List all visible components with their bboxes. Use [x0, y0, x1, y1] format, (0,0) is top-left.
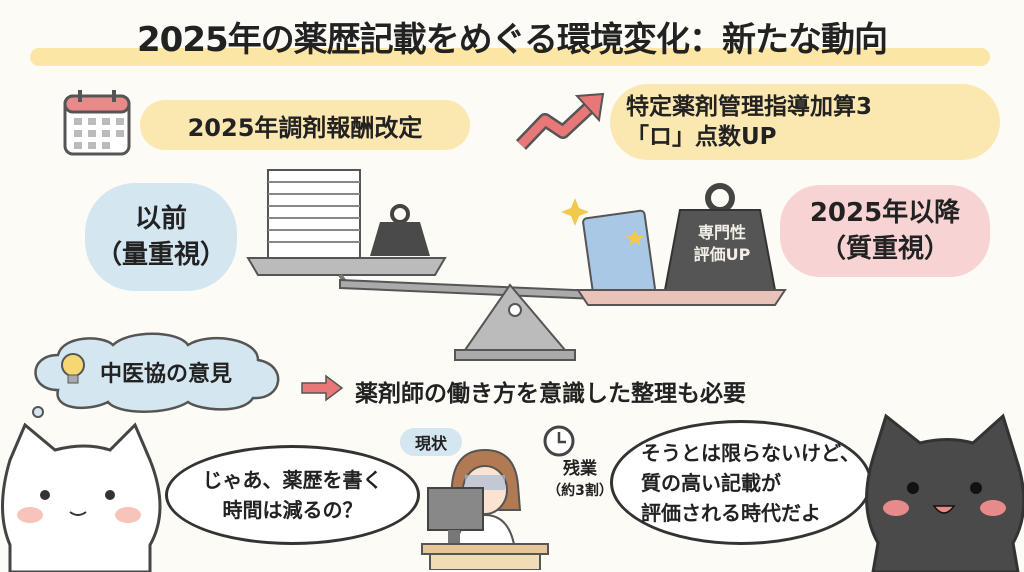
weight-line1: 専門性	[697, 223, 746, 242]
speech-bubble-right: そうとは限らないけど、 質の高い記載が 評価される時代だよ	[610, 420, 872, 545]
weight-line2: 評価UP	[693, 245, 751, 264]
page-title: 2025年の薬歴記載をめぐる環境変化：新たな動向	[137, 20, 888, 60]
black-cat-illustration	[865, 413, 1024, 572]
lightbulb-icon	[61, 353, 85, 384]
overtime-line1: 残業	[563, 459, 597, 479]
bubble-left-line2: 時間は減るの？	[222, 498, 363, 522]
overtime-label: 残業 （約3割）	[540, 458, 620, 502]
thought-cloud	[32, 332, 280, 418]
right-arrow-icon	[301, 374, 344, 402]
after-label: 2025年以降 （質重視）	[780, 185, 990, 277]
bubble-left-line1: じゃあ、薬歴を書く	[202, 468, 383, 492]
pharmacist-at-desk-illustration	[421, 448, 549, 570]
points-up-label: 特定薬剤管理指導加算3 「ロ」点数UP	[610, 84, 1000, 160]
after-line2: （質重視）	[819, 234, 950, 264]
status-badge: 現状	[400, 428, 462, 456]
before-label: 以前 （量重視）	[85, 183, 237, 291]
paper-stack-icon	[267, 169, 361, 259]
clock-icon	[543, 425, 575, 457]
trend-up-arrow-icon	[515, 92, 605, 150]
before-line2: （量重視）	[95, 240, 226, 270]
opinion-label: 中医協の意見	[100, 362, 233, 387]
overtime-line2: （約3割）	[547, 483, 613, 499]
bubble-right-line3: 評価される時代だよ	[641, 500, 821, 525]
weight-label: 専門性 評価UP	[676, 222, 768, 266]
white-cat-illustration	[1, 422, 162, 572]
sparkle-icon	[561, 198, 589, 226]
title-highlight	[30, 48, 990, 66]
heavy-weight-icon	[663, 183, 777, 291]
bubble-right-line2: 質の高い記載が	[641, 470, 781, 495]
points-line2: 「ロ」点数UP	[626, 124, 777, 150]
speech-bubble-left: じゃあ、薬歴を書く 時間は減るの？	[165, 445, 420, 545]
before-line1: 以前	[134, 204, 187, 234]
points-line1: 特定薬剤管理指導加算3	[626, 94, 873, 120]
after-line1: 2025年以降	[809, 198, 961, 228]
bubble-right-line1: そうとは限らないけど、	[641, 440, 860, 465]
revision-label: 2025年調剤報酬改定	[140, 100, 470, 150]
balance-scale-illustration	[246, 169, 787, 361]
small-weight-icon	[370, 204, 430, 256]
notebook-icon	[582, 209, 656, 301]
calendar-icon	[63, 90, 131, 156]
need-text: 薬剤師の働き方を意識した整理も必要	[355, 381, 746, 407]
